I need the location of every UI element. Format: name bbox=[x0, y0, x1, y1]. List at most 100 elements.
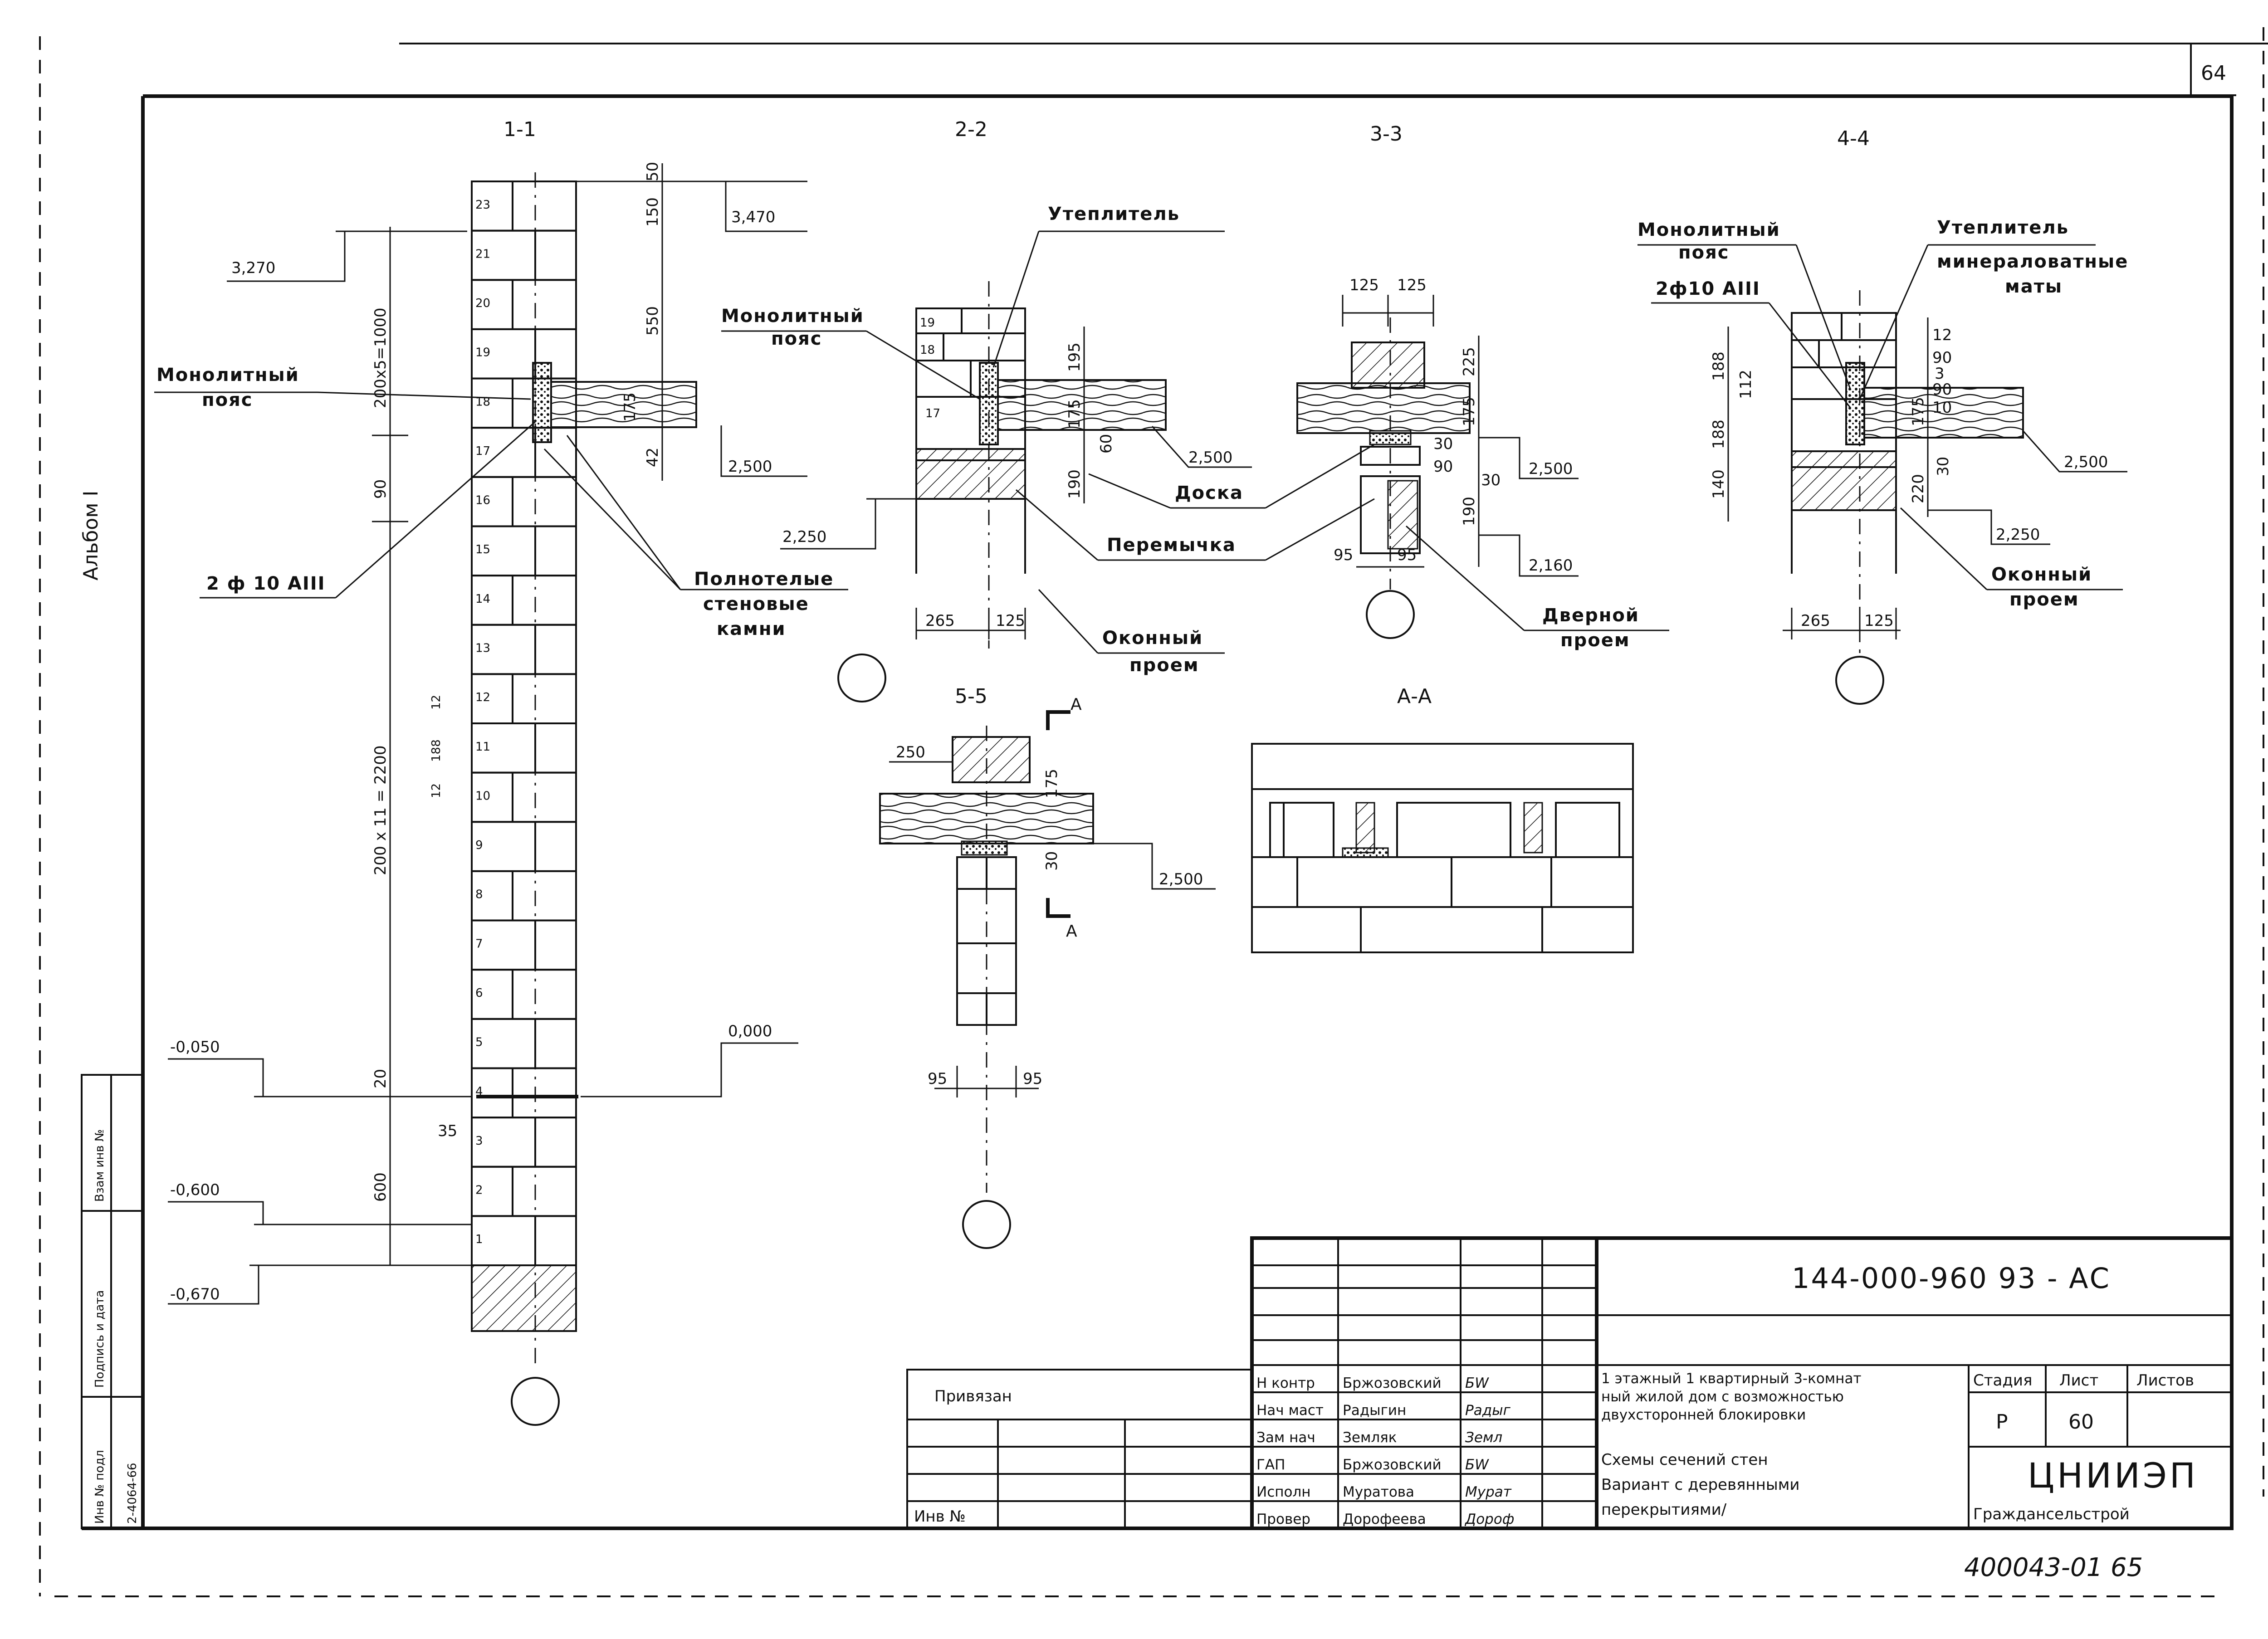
mineral-mats-label-2: маты bbox=[2005, 276, 2063, 297]
section-4-4-title: 4-4 bbox=[1837, 127, 1870, 150]
dim-125-s2: 125 bbox=[996, 612, 1025, 630]
title-name: Земляк bbox=[1343, 1429, 1397, 1446]
organization-name-2: Граждансельстрой bbox=[1973, 1505, 2130, 1523]
level-m0050: -0,050 bbox=[170, 1038, 220, 1056]
window-opening-label-s2-1: Оконный bbox=[1102, 628, 1203, 649]
section-5-5: 5-5 А А 250 175 30 2,500 95 95 bbox=[879, 685, 1216, 1249]
inv-label: Инв № bbox=[914, 1507, 966, 1526]
solid-stones-label-1: Полнотелые bbox=[694, 569, 834, 590]
axis-bubble-s4 bbox=[1835, 656, 1884, 705]
course-number: 5 bbox=[475, 1036, 483, 1049]
floor-joist-s4 bbox=[1863, 387, 2024, 439]
section-a-a: А-А bbox=[1251, 685, 1634, 953]
title-signature: БW bbox=[1465, 1457, 1489, 1473]
dim-550: 550 bbox=[644, 306, 662, 336]
brick-course bbox=[471, 1067, 577, 1119]
album-label: Альбом I bbox=[79, 491, 103, 580]
dim-175-s4: 175 bbox=[1909, 397, 1927, 426]
level-2250-s4: 2,250 bbox=[1996, 526, 2040, 544]
rebar-label-s1: 2 ф 10 АIII bbox=[206, 573, 326, 594]
door-lintel-s3 bbox=[1387, 480, 1418, 550]
side-sign-label: Подпись и дата bbox=[93, 1290, 107, 1388]
section-2-2-title: 2-2 bbox=[955, 118, 987, 141]
dim-200x5: 200х5=1000 bbox=[371, 307, 390, 408]
dim-90-s3: 90 bbox=[1433, 458, 1453, 476]
brick-course bbox=[471, 870, 577, 922]
dim-265-s2: 265 bbox=[925, 612, 955, 630]
project-line-1: 1 этажный 1 квартирный 3-комнат bbox=[1601, 1371, 1862, 1387]
course-number: 1 bbox=[475, 1233, 483, 1246]
sheet-frame: 64 Альбом I 400043-01 65 bbox=[39, 27, 2268, 1597]
course-number: 19 bbox=[475, 346, 490, 360]
dim-125-s4: 125 bbox=[1864, 612, 1894, 630]
level-2160: 2,160 bbox=[1529, 556, 1573, 575]
dim-30-s5: 30 bbox=[1043, 851, 1061, 871]
dim-175-s1: 175 bbox=[621, 392, 639, 422]
dim-20: 20 bbox=[371, 1069, 390, 1088]
sheet-number: 60 bbox=[2068, 1410, 2094, 1434]
course-number: 16 bbox=[475, 494, 490, 507]
dim-3: 3 bbox=[1935, 365, 1945, 383]
section-a-a-title: А-А bbox=[1397, 685, 1432, 708]
level-m0600: -0,600 bbox=[170, 1181, 220, 1199]
dim-188-s4-a: 188 bbox=[1710, 351, 1728, 381]
dim-95-s5-b: 95 bbox=[1023, 1070, 1042, 1088]
insulation-label-s2: Утеплитель bbox=[1048, 204, 1180, 224]
dim-30-s4: 30 bbox=[1934, 457, 1952, 476]
course-number: 14 bbox=[475, 592, 490, 606]
course-number: 17 bbox=[475, 444, 490, 458]
stage-header: Стадия bbox=[1973, 1371, 2032, 1390]
level-3470: 3,470 bbox=[731, 208, 775, 226]
beam-s3 bbox=[1351, 341, 1425, 389]
axis-bubble-s5 bbox=[962, 1200, 1011, 1249]
stamp-number: 400043-01 65 bbox=[1964, 1553, 2143, 1582]
monolith-belt-s4 bbox=[1845, 362, 1865, 445]
section-3-3: 3-3 125 125 225 175 30 90 30 190 2,500 2… bbox=[1296, 122, 1669, 651]
dim-35: 35 bbox=[438, 1122, 457, 1140]
course-number: 23 bbox=[475, 198, 490, 212]
monolith-belt bbox=[532, 362, 552, 443]
dim-95-s5-a: 95 bbox=[928, 1070, 947, 1088]
dim-12-b: 12 bbox=[430, 783, 443, 798]
title-signature: Радыг bbox=[1465, 1402, 1511, 1419]
dim-95-s3-b: 95 bbox=[1397, 546, 1417, 564]
course-18-s2: 18 bbox=[920, 343, 935, 357]
section-4-4: 4-4 188 112 188 140 12 90 3 90 10 175 30… bbox=[1637, 127, 2127, 705]
dim-50: 50 bbox=[644, 162, 662, 181]
section-2-2: 2-2 19 18 17 195 175 60 190 2,500 2,250 … bbox=[721, 118, 1375, 702]
brick-course bbox=[471, 1117, 577, 1168]
door-opening-label-1: Дверной bbox=[1542, 605, 1639, 626]
title-name: Радыгин bbox=[1343, 1402, 1406, 1419]
dim-90-s4-a: 90 bbox=[1932, 349, 1952, 367]
insulation-label-s4: Утеплитель bbox=[1937, 217, 2069, 238]
lintel-s4 bbox=[1791, 450, 1897, 511]
dim-190-s3: 190 bbox=[1460, 497, 1478, 526]
axis-bubble-s3 bbox=[1366, 590, 1415, 639]
dim-600: 600 bbox=[371, 1172, 390, 1202]
side-inv-number: 2-4064-66 bbox=[126, 1463, 139, 1524]
joist-end-b bbox=[1523, 802, 1543, 854]
board-s5 bbox=[961, 840, 1008, 856]
monolith-belt-label-1: Монолитный bbox=[156, 365, 299, 385]
level-2500-s3: 2,500 bbox=[1529, 460, 1573, 478]
section-3-3-title: 3-3 bbox=[1370, 122, 1403, 146]
window-opening-label-s4-1: Оконный bbox=[1991, 564, 2092, 585]
dim-188-s4-b: 188 bbox=[1710, 420, 1728, 449]
title-name: Бржозовский bbox=[1343, 1457, 1442, 1473]
foundation-block bbox=[471, 1264, 577, 1332]
project-line-2: ный жилой дом с возможностью bbox=[1601, 1389, 1844, 1405]
monolith-belt-label-s2-1: Монолитный bbox=[721, 306, 864, 327]
dim-42: 42 bbox=[644, 448, 662, 467]
level-2500-s1: 2,500 bbox=[728, 458, 772, 476]
title-name: Муратова bbox=[1343, 1484, 1414, 1500]
project-line-3: двухсторонней блокировки bbox=[1601, 1407, 1806, 1423]
level-0000: 0,000 bbox=[728, 1022, 772, 1040]
dim-190-s2: 190 bbox=[1066, 469, 1084, 499]
window-opening-label-s2-2: проем bbox=[1129, 655, 1199, 676]
dim-30-s3-b: 30 bbox=[1481, 471, 1501, 489]
course-number: 20 bbox=[475, 297, 490, 310]
side-replace-label: Взам инв № bbox=[93, 1129, 107, 1202]
course-19-s2: 19 bbox=[920, 316, 935, 330]
